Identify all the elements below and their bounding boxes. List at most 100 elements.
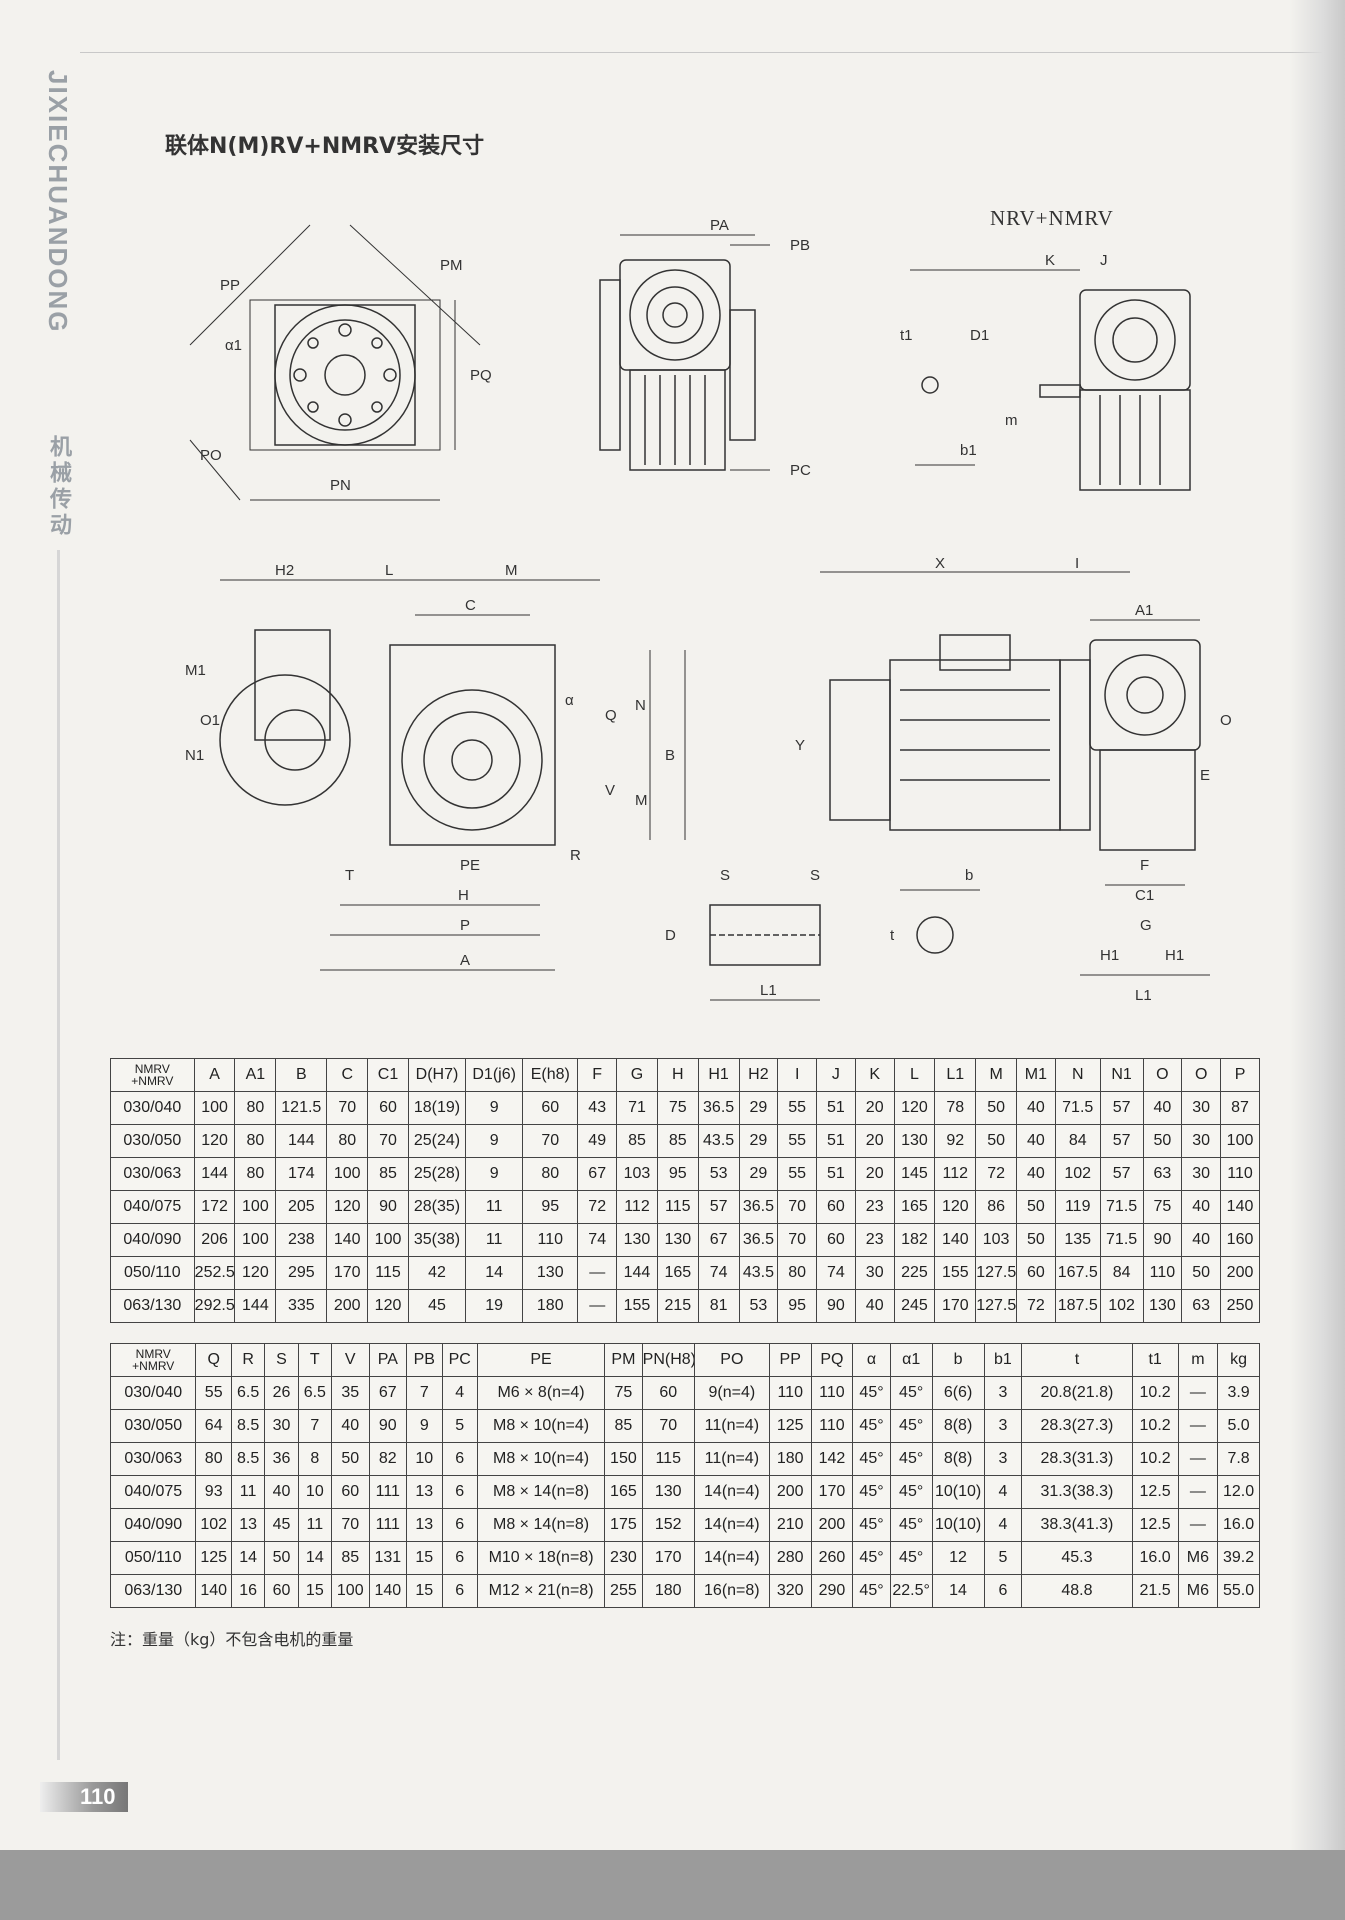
- table-cell: 230: [604, 1541, 643, 1575]
- table-cell: 3: [983, 1409, 1023, 1443]
- table-cell: 43.5: [738, 1256, 779, 1290]
- table-cell: 60: [522, 1091, 579, 1125]
- table-cell: 165: [604, 1475, 643, 1509]
- table-cell: 8.5: [230, 1409, 266, 1443]
- table-cell: M6: [1177, 1574, 1219, 1608]
- table-cell: 50: [264, 1541, 299, 1575]
- side-category: 机械传动: [46, 435, 71, 539]
- label-t: T: [345, 867, 354, 884]
- table-cell: 280: [768, 1541, 812, 1575]
- table-cell: 245: [893, 1289, 936, 1323]
- table-cell: M12 × 21(n=8): [476, 1574, 606, 1608]
- table-cell: 75: [656, 1091, 699, 1125]
- side-rule: [57, 550, 60, 1760]
- table-header-cell: PC: [441, 1343, 478, 1377]
- table-cell: 71.5: [1099, 1223, 1144, 1257]
- table-cell: 125: [195, 1541, 232, 1575]
- label-pn: PN: [330, 477, 351, 494]
- table-cell: 115: [656, 1190, 699, 1224]
- table-cell: 60: [264, 1574, 299, 1608]
- motor-drawing: X I A1 Y O E F C1 G H1 H1 L1: [780, 550, 1260, 1010]
- table-cell: 170: [641, 1541, 695, 1575]
- table-cell: 110: [522, 1223, 579, 1257]
- table-cell: 39.2: [1217, 1541, 1260, 1575]
- table-cell: 23: [854, 1223, 895, 1257]
- table-cell: 8(8): [931, 1409, 985, 1443]
- table-cell: 67: [577, 1157, 618, 1191]
- table-header-cell: P: [1220, 1058, 1260, 1092]
- label-m1: M1: [185, 662, 206, 679]
- table-cell: 120: [234, 1256, 277, 1290]
- table-cell: 16(n=8): [693, 1574, 770, 1608]
- table-cell: 187.5: [1054, 1289, 1101, 1323]
- table-cell: 90: [1142, 1223, 1183, 1257]
- table-cell: 23: [854, 1190, 895, 1224]
- table-cell: 70: [331, 1508, 370, 1542]
- table-header-cell: kg: [1217, 1343, 1260, 1377]
- table-cell: 90: [816, 1289, 856, 1323]
- table-cell: 9: [465, 1124, 524, 1158]
- label-l1: L1: [1135, 987, 1152, 1004]
- label-pb: PB: [790, 237, 810, 254]
- table-cell: 040/090: [109, 1508, 197, 1542]
- table-cell: 95: [522, 1190, 579, 1224]
- table-cell: 80: [522, 1157, 579, 1191]
- table-cell: 50: [331, 1442, 370, 1476]
- table-cell: 150: [604, 1442, 643, 1476]
- table-cell: 152: [641, 1508, 695, 1542]
- flange-drawing: PP PM α1 PQ PO PN: [180, 210, 520, 510]
- table-header-cell: b: [931, 1343, 985, 1377]
- table-cell: 145: [893, 1157, 936, 1191]
- table-cell: 11(n=4): [693, 1409, 770, 1443]
- table-cell: 55: [777, 1124, 818, 1158]
- table-cell: 29: [738, 1157, 779, 1191]
- table-cell: 55: [195, 1376, 232, 1410]
- table-header-cell: O: [1142, 1058, 1183, 1092]
- table-cell: 60: [816, 1223, 856, 1257]
- table-header-cell: L: [893, 1058, 936, 1092]
- table-cell: 36.5: [697, 1091, 740, 1125]
- table-header-cell: A: [193, 1058, 236, 1092]
- table-cell: 238: [275, 1223, 328, 1257]
- table-cell: 55.0: [1217, 1574, 1260, 1608]
- table-header-cell: N: [1054, 1058, 1101, 1092]
- table-cell: 64: [195, 1409, 232, 1443]
- table-header-cell: α1: [889, 1343, 933, 1377]
- table-cell: 200: [810, 1508, 854, 1542]
- table-cell: 102: [195, 1508, 232, 1542]
- table-cell: 250: [1220, 1289, 1260, 1323]
- table-cell: 110: [768, 1376, 812, 1410]
- table-cell: 40: [1181, 1190, 1222, 1224]
- table-header-cell: PA: [368, 1343, 408, 1377]
- table-cell: 10.2: [1131, 1442, 1179, 1476]
- table-cell: M8 × 10(n=4): [476, 1442, 606, 1476]
- table-cell: 57: [697, 1190, 740, 1224]
- table-header-cell: α: [852, 1343, 891, 1377]
- label-key-b: b: [965, 867, 973, 884]
- table-cell: 11: [230, 1475, 266, 1509]
- table-header-cell: b1: [983, 1343, 1023, 1377]
- table-cell: 53: [697, 1157, 740, 1191]
- table-cell: 40: [331, 1409, 370, 1443]
- table-cell: 86: [975, 1190, 1018, 1224]
- label-h1b: H1: [1165, 947, 1184, 964]
- table-cell: 95: [656, 1157, 699, 1191]
- table-cell: 28.3(27.3): [1021, 1409, 1133, 1443]
- table-cell: 28.3(31.3): [1021, 1442, 1133, 1476]
- key-drawing: b t: [880, 860, 1000, 970]
- table-cell: 48.8: [1021, 1574, 1133, 1608]
- table-cell: 90: [368, 1409, 408, 1443]
- table-cell: 11: [465, 1190, 524, 1224]
- table-cell: 16.0: [1217, 1508, 1260, 1542]
- table-cell: 30: [264, 1409, 299, 1443]
- label-pc: PC: [790, 462, 811, 479]
- table-cell: 43.5: [697, 1124, 740, 1158]
- label-i: I: [1075, 555, 1079, 572]
- table-header-cell: PQ: [810, 1343, 854, 1377]
- table-cell: 8.5: [230, 1442, 266, 1476]
- label-d: D: [665, 927, 676, 944]
- table-cell: 45°: [852, 1541, 891, 1575]
